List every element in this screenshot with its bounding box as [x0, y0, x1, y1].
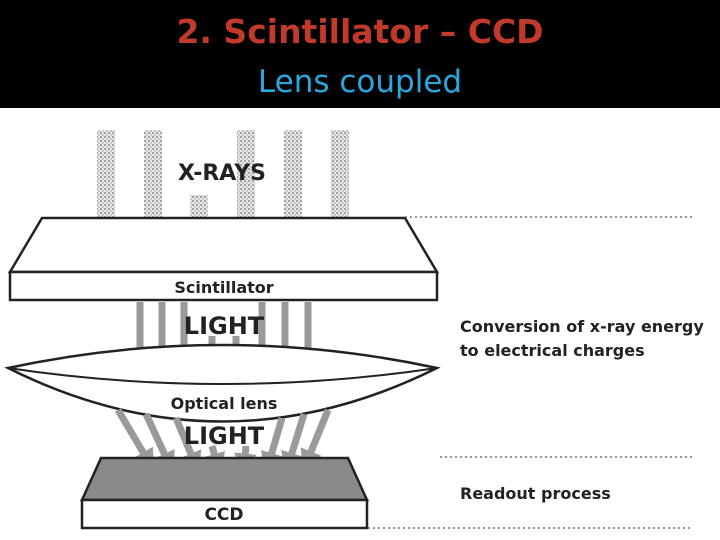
annotation-conversion-line2: to electrical charges: [460, 341, 645, 360]
light-arrow: [114, 408, 155, 472]
slide-header: 2. Scintillator – CCD Lens coupled: [0, 0, 720, 108]
slide-title: 2. Scintillator – CCD: [176, 12, 544, 51]
light-label-top: LIGHT: [184, 312, 265, 340]
annotation-conversion-line1: Conversion of x-ray energy: [460, 317, 704, 336]
slide-subtitle: Lens coupled: [257, 64, 463, 100]
ccd-label: CCD: [204, 505, 243, 525]
lens-label: Optical lens: [171, 394, 278, 413]
scintillator-slab: [7, 216, 440, 302]
annotation-readout: Readout process: [460, 484, 611, 503]
optical-lens: [4, 343, 441, 423]
scintillator-label: Scintillator: [174, 278, 273, 297]
xray-label: X-RAYS: [178, 161, 266, 186]
light-arrow: [300, 408, 332, 473]
ccd-block: [80, 456, 369, 530]
light-label-bottom: LIGHT: [184, 422, 265, 450]
